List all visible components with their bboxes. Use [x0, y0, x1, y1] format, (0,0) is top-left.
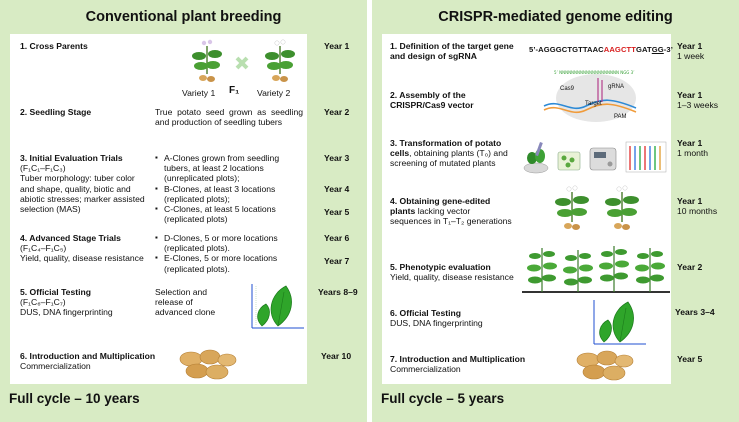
clone-item-d: D-Clones, 5 or more locations (replicate…: [155, 233, 305, 253]
left-year-2: Year 2: [324, 107, 350, 117]
target-sequence: 5’-AGGGCTGTTAACAAGCTTGATGG-3’: [529, 45, 673, 54]
step-initial-evaluation: 3. Initial Evaluation Trials (F₁C₁–F₁C₃)…: [20, 153, 145, 215]
right-panel-title: CRISPR-mediated genome editing: [438, 9, 673, 25]
transformation-lab-illustration: [523, 141, 667, 174]
leaf-growth-chart-icon: [593, 300, 646, 345]
clone-item-a: A-Clones grown from seedling tubers, at …: [155, 153, 305, 184]
f1-label: F₁: [229, 85, 240, 96]
conventional-breeding-panel: Conventional plant breeding 1. Cross Par…: [0, 0, 367, 422]
clone-list-initial: A-Clones grown from seedling tubers, at …: [155, 153, 305, 224]
field-plant-icon: [599, 246, 629, 292]
right-steps-box: 1. Definition of the target gene and des…: [382, 34, 673, 384]
step-seedling-stage: 2. Seedling Stage: [20, 107, 92, 117]
vector-seq-label: 5’ NNNNNNNNNNNNNNNNNNNN NGG 3’: [554, 70, 634, 75]
step-transformation: 3. Transformation of potato cells, obtai…: [390, 138, 508, 169]
right-year-step-5: Year 2: [677, 262, 703, 272]
potato-tubers-icon: [576, 350, 634, 381]
grna-label: gRNA: [608, 84, 625, 90]
clone-item-b: B-Clones, at least 3 locations (replicat…: [155, 184, 305, 204]
gel-electrophoresis-icon: [625, 141, 667, 173]
crispr-cas9-vector-diagram: 5’ NNNNNNNNNNNNNNNNNNNN NGG 3’: [543, 70, 637, 122]
step-phenotypic-evaluation: 5. Phenotypic evaluation Yield, quality,…: [390, 262, 514, 283]
seedling-description: True potato seed grown as seedling and p…: [155, 107, 303, 128]
pam-label: PAM: [614, 114, 627, 120]
gene-edited-plants-illustration: [555, 185, 639, 230]
field-plant-icon: [563, 250, 593, 292]
step-vector-assembly: 2. Assembly of the CRISPR/Cas9 vector: [390, 90, 474, 111]
field-plant-icon: [527, 248, 557, 292]
petri-plants-icon: [523, 142, 549, 174]
left-panel-title: Conventional plant breeding: [85, 9, 282, 25]
left-year-3: Year 3: [324, 153, 350, 163]
left-year-8-9: Years 8–9: [318, 287, 358, 297]
left-year-10: Year 10: [321, 351, 352, 361]
step-gene-edited-plants: 4. Obtaining gene-edited plants lacking …: [390, 196, 512, 227]
culture-dish-icon: [557, 151, 581, 171]
cross-parents-illustration: [192, 39, 295, 82]
left-year-1: Year 1: [324, 41, 350, 51]
step-target-definition: 1. Definition of the target gene and des…: [390, 41, 514, 62]
target-label: Target: [585, 101, 602, 107]
step-cross-parents: 1. Cross Parents: [20, 41, 88, 51]
variety-1-label: Variety 1: [182, 88, 216, 98]
left-steps-box: 1. Cross Parents: [10, 34, 307, 384]
step-official-testing: 5. Official Testing (F₁C₆–F₁C₇) DUS, DNA…: [20, 287, 113, 318]
step-official-testing-crispr: 6. Official Testing DUS, DNA fingerprint…: [390, 308, 483, 329]
cas9-label: Cas9: [560, 86, 575, 92]
potato-plant-icon: [265, 39, 295, 82]
step-introduction-multiplication: 6. Introduction and Multiplication Comme…: [20, 351, 156, 372]
right-footer: Full cycle – 5 years: [381, 391, 505, 406]
right-year-step-6: Years 3–4: [675, 307, 715, 317]
potato-plant-icon: [192, 39, 222, 82]
field-plants-illustration: [522, 246, 670, 293]
selection-description: Selection and release of advanced clone: [155, 287, 216, 318]
clone-item-e: E-Clones, 5 or more locations (replicate…: [155, 253, 305, 273]
leaf-growth-chart-icon: [251, 284, 304, 329]
left-year-5: Year 5: [324, 207, 350, 217]
potato-tubers-icon: [179, 349, 237, 380]
field-plant-icon: [635, 248, 665, 292]
variety-2-label: Variety 2: [257, 88, 291, 98]
clone-list-advanced: D-Clones, 5 or more locations (replicate…: [155, 233, 305, 274]
clone-item-c: C-Clones, at least 5 locations (replicat…: [155, 204, 305, 224]
right-year-step-7: Year 5: [677, 354, 703, 364]
cross-icon: [235, 56, 249, 70]
potato-plant-icon: [555, 185, 589, 230]
left-year-4: Year 4: [324, 184, 350, 194]
left-year-7: Year 7: [324, 256, 350, 266]
crispr-editing-panel: CRISPR-mediated genome editing 1. Defini…: [372, 0, 739, 422]
left-year-6: Year 6: [324, 233, 350, 243]
step-introduction-multiplication-crispr: 7. Introduction and Multiplication Comme…: [390, 354, 526, 375]
pcr-machine-icon: [589, 147, 617, 171]
step-advanced-trials: 4. Advanced Stage Trials (F₁C₄–F₁C₅) Yie…: [20, 233, 144, 264]
potato-plant-icon: [605, 185, 639, 230]
left-footer: Full cycle – 10 years: [9, 391, 140, 406]
